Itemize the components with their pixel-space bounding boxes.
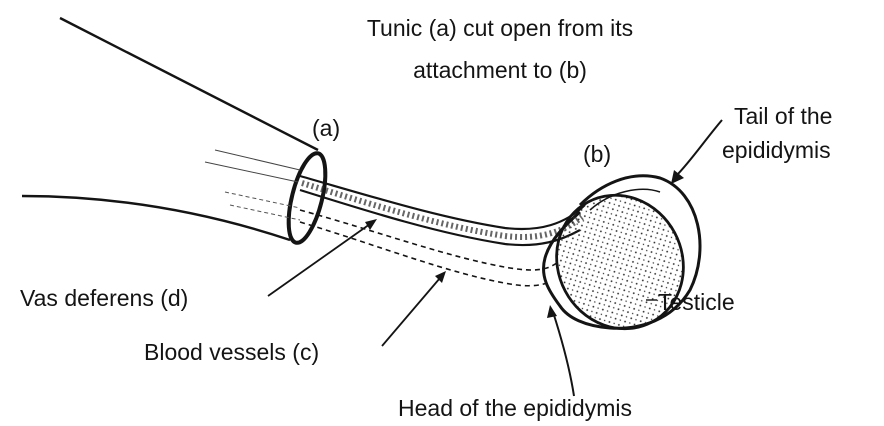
title-line-1: Tunic (a) cut open from its [300, 14, 700, 42]
blood-vessels-arrow-line [382, 278, 440, 346]
vas-deferens-lower [300, 190, 580, 245]
head-arrow-line [553, 312, 574, 396]
head-label: Head of the epididymis [398, 394, 632, 422]
label-a: (a) [312, 114, 340, 142]
tail-arrow-line [676, 120, 722, 176]
vas-deferens-fill [302, 183, 582, 237]
testicle-shape [533, 173, 706, 351]
label-b: (b) [583, 140, 611, 168]
tail-arrowhead [671, 170, 684, 184]
tail-label-line-1: Tail of the [734, 102, 832, 130]
vas-deferens-arrowhead [365, 219, 377, 230]
vas-deferens-arrow-line [268, 224, 370, 296]
title-line-2: attachment to (b) [300, 56, 700, 84]
head-arrowhead [547, 305, 557, 318]
testicle-label: Testicle [658, 288, 735, 316]
blood-vessels-line-2 [300, 222, 550, 286]
tail-label-line-2: epididymis [722, 136, 831, 164]
vas-deferens-label: Vas deferens (d) [20, 284, 188, 312]
tunic-upper-line [60, 18, 318, 150]
blood-vessels-label: Blood vessels (c) [144, 338, 319, 366]
tunic-lower-line [22, 196, 290, 240]
